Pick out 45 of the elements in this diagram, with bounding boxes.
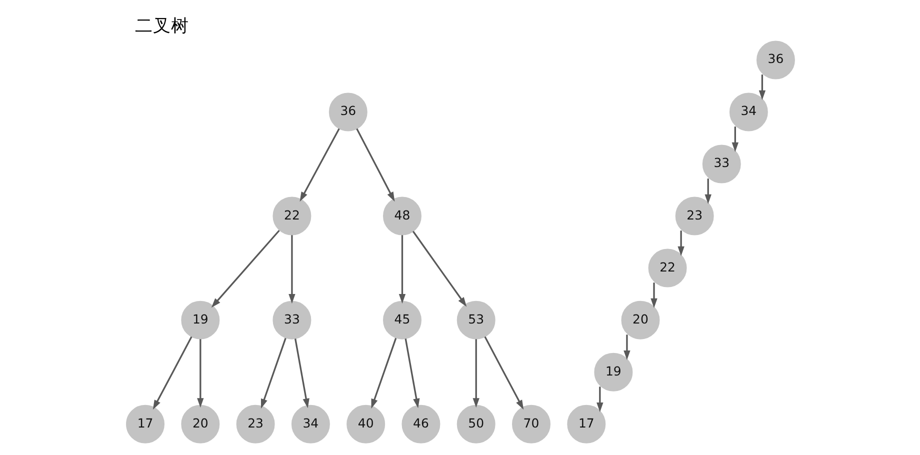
node-circle: 23 (236, 404, 274, 443)
node-circle: 46 (401, 404, 440, 443)
arrow (294, 338, 309, 408)
node-circle: 34 (290, 404, 330, 443)
arrow (260, 337, 286, 408)
diagram-title: 二叉树 (134, 16, 188, 36)
node-circle: 50 (456, 404, 495, 443)
arrow (299, 128, 340, 202)
node-circle: 53 (456, 300, 495, 339)
node-circle: 19 (594, 352, 632, 391)
arrow (398, 234, 406, 304)
node-circle: 22 (648, 248, 686, 287)
node-circle: 48 (382, 196, 421, 235)
arrow (412, 230, 466, 306)
node-circle: 17 (566, 404, 606, 443)
node-circle: 23 (674, 196, 714, 235)
node-circle: 19 (180, 300, 220, 339)
arrow (484, 336, 524, 410)
arrow (288, 234, 295, 304)
node-circle: 20 (620, 300, 660, 339)
arrow (196, 338, 204, 408)
arrow (472, 338, 479, 408)
node-circle: 33 (272, 300, 311, 339)
node-circle: 40 (346, 404, 385, 443)
node-circle: 34 (728, 92, 768, 131)
arrow (677, 230, 684, 256)
arrow (758, 74, 766, 100)
arrow (404, 338, 420, 408)
node-circle: 20 (180, 404, 220, 443)
node-circle: 22 (272, 196, 311, 235)
node-circle: 45 (382, 300, 421, 339)
arrow (623, 334, 630, 360)
node-circle: 36 (756, 40, 794, 79)
arrow (596, 386, 603, 412)
arrow (152, 336, 192, 410)
arrow (356, 128, 394, 202)
arrow (210, 229, 280, 308)
arrow (650, 282, 657, 308)
arrow (370, 337, 396, 408)
node-circle: 33 (702, 144, 740, 183)
node-circle: 17 (126, 404, 164, 443)
node-circle: 36 (328, 92, 367, 131)
node-circle: 70 (512, 404, 550, 443)
arrow (731, 126, 738, 152)
arrow (704, 178, 711, 204)
